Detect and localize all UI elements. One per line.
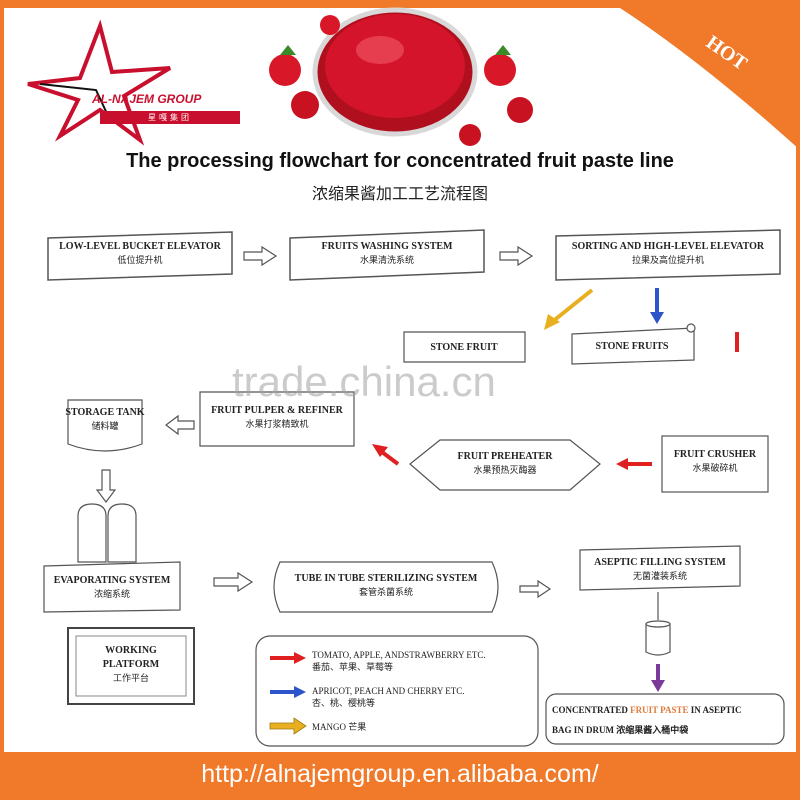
legend-red-en: TOMATO, APPLE, ANDSTRAWBERRY ETC.	[312, 650, 486, 660]
aseptic-filling-label: ASEPTIC FILLING SYSTEM 无菌灌装系统	[582, 556, 738, 584]
filling-cup-icon	[645, 592, 671, 656]
scroll-end-icon	[686, 323, 696, 333]
legend-red-cn: 番茄、苹果、草莓等	[312, 663, 394, 673]
pulper-en: FRUIT PULPER & REFINER	[211, 405, 343, 416]
legend-arrow-blue	[270, 686, 306, 698]
arrow-evaporating-to-sterilizing	[213, 571, 254, 593]
legend-arrow-red	[270, 652, 306, 664]
sorting-cn: 拉果及高位提升机	[631, 256, 704, 266]
platform-en: WORKING PLATFORM	[102, 645, 160, 670]
brand-name: AL-NAJEM GROUP	[92, 92, 202, 106]
aseptic-filling-cn: 无菌灌装系统	[632, 572, 687, 582]
footer-url-link[interactable]: http://alnajemgroup.en.alibaba.com/	[201, 760, 599, 788]
legend-blue-cn: 杏、桃、樱桃等	[312, 699, 376, 709]
node-evaporating	[43, 561, 181, 613]
arrow-sterilizing-to-filling	[519, 579, 552, 599]
node-crusher	[661, 435, 769, 493]
crusher-cn: 水果破碎机	[692, 464, 738, 474]
pulper-cn: 水果打浆精致机	[245, 420, 309, 430]
page-title-cn: 浓缩果酱加工工艺流程图	[311, 184, 488, 203]
washing-cn: 水果清洗系统	[359, 256, 414, 266]
stone-fruits-label: STONE FRUITS	[572, 340, 692, 354]
arrow-washing-to-sorting	[499, 245, 534, 267]
legend-yellow-cn: 芒果	[348, 723, 367, 733]
bucket-elevator-cn: 低位提升机	[117, 256, 163, 266]
aseptic-filling-en: ASEPTIC FILLING SYSTEM	[594, 557, 726, 568]
node-preheater	[409, 439, 601, 491]
evaporating-cn: 浓缩系统	[93, 590, 130, 600]
node-stone-fruits	[571, 327, 695, 365]
legend-red-label: TOMATO, APPLE, ANDSTRAWBERRY ETC. 番茄、苹果、…	[312, 650, 486, 673]
hot-corner-banner	[620, 8, 800, 150]
sterilizing-en: TUBE IN TUBE STERILIZING SYSTEM	[294, 573, 478, 584]
bucket-elevator-label: LOW-LEVEL BUCKET ELEVATOR 低位提升机	[50, 240, 230, 268]
sterilizing-cn: 套管杀菌系统	[358, 588, 413, 598]
stone-fruit-left-en: STONE FRUIT	[430, 342, 498, 353]
final-product-label: CONCENTRATED FRUIT PASTE IN ASEPTIC BAG …	[552, 700, 784, 740]
final-product-b: IN ASEPTIC	[690, 705, 742, 715]
bucket-elevator-en: LOW-LEVEL BUCKET ELEVATOR	[59, 241, 221, 252]
platform-inner-frame	[75, 635, 187, 697]
storage-tank-en: STORAGE TANK	[65, 407, 145, 418]
evaporator-columns	[77, 503, 137, 563]
evaporating-label: EVAPORATING SYSTEM 浓缩系统	[46, 574, 178, 602]
storage-tank-label: STORAGE TANK 储料罐	[60, 406, 150, 434]
arrow-crusher-to-preheater	[616, 458, 652, 470]
arrow-yellow-mango	[544, 288, 594, 330]
platform-cn: 工作平台	[112, 674, 149, 684]
sterilizing-label: TUBE IN TUBE STERILIZING SYSTEM 套管杀菌系统	[282, 572, 490, 600]
node-washing	[289, 229, 485, 281]
preheater-en: FRUIT PREHEATER	[457, 451, 553, 462]
preheater-cn: 水果预热灭酶器	[473, 466, 537, 476]
corner-swoosh-top-left	[0, 0, 800, 8]
legend-blue-en: APRICOT, PEACH AND CHERRY ETC.	[312, 686, 465, 696]
pulper-label: FRUIT PULPER & REFINER 水果打浆精致机	[202, 404, 352, 432]
node-aseptic-filling	[579, 545, 741, 591]
final-product-a: CONCENTRATED	[552, 705, 628, 715]
stone-fruit-left-label: STONE FRUIT	[404, 341, 524, 355]
node-stone-fruit-left	[403, 331, 526, 363]
platform-label: WORKING PLATFORM 工作平台	[78, 644, 184, 686]
stone-fruits-en: STONE FRUITS	[595, 341, 669, 352]
footer-bar	[0, 752, 800, 800]
final-product-highlight: FRUIT PASTE	[630, 705, 689, 715]
arrow-purple-to-product	[651, 664, 665, 692]
crusher-label: FRUIT CRUSHER 水果破碎机	[662, 448, 768, 476]
final-product-c: BAG IN DRUM	[552, 725, 614, 735]
arrow-bucket-to-washing	[243, 245, 278, 267]
node-bucket-elevator	[47, 231, 233, 281]
legend-yellow-label: MANGO 芒果	[312, 720, 366, 733]
watermark-text: trade.china.cn	[232, 358, 496, 405]
sorting-label: SORTING AND HIGH-LEVEL ELEVATOR 拉果及高位提升机	[558, 240, 778, 268]
final-product-cn: 浓缩果酱入桶中袋	[616, 725, 689, 735]
node-storage-tank	[67, 399, 143, 452]
arrow-tank-to-evaporator	[95, 469, 117, 503]
storage-tank-cn: 储料罐	[91, 422, 119, 432]
arrow-pulper-to-tank	[165, 414, 195, 436]
evaporating-en: EVAPORATING SYSTEM	[53, 575, 171, 586]
node-pulper	[199, 391, 355, 447]
page-title: The processing flowchart for concentrate…	[126, 150, 674, 172]
arrow-blue-stone	[650, 288, 664, 324]
legend-arrow-yellow	[269, 717, 307, 735]
brand-name-cn: 星嘎集团	[100, 111, 240, 124]
arrow-preheater-to-pulper	[372, 444, 400, 466]
legend-blue-label: APRICOT, PEACH AND CHERRY ETC. 杏、桃、樱桃等	[312, 686, 465, 709]
sorting-en: SORTING AND HIGH-LEVEL ELEVATOR	[571, 241, 765, 252]
legend-box	[255, 635, 539, 747]
legend-yellow-en: MANGO	[312, 722, 347, 732]
node-sorting	[555, 229, 781, 281]
crusher-en: FRUIT CRUSHER	[673, 449, 757, 460]
logo-star-icon	[27, 19, 172, 146]
washing-en: FRUITS WASHING SYSTEM	[321, 241, 453, 252]
node-final-product	[545, 693, 785, 745]
strawberry-jam-image	[269, 7, 533, 146]
preheater-label: FRUIT PREHEATER 水果预热灭酶器	[430, 450, 580, 478]
node-sterilizing	[273, 561, 499, 613]
washing-label: FRUITS WASHING SYSTEM 水果清洗系统	[292, 240, 482, 268]
